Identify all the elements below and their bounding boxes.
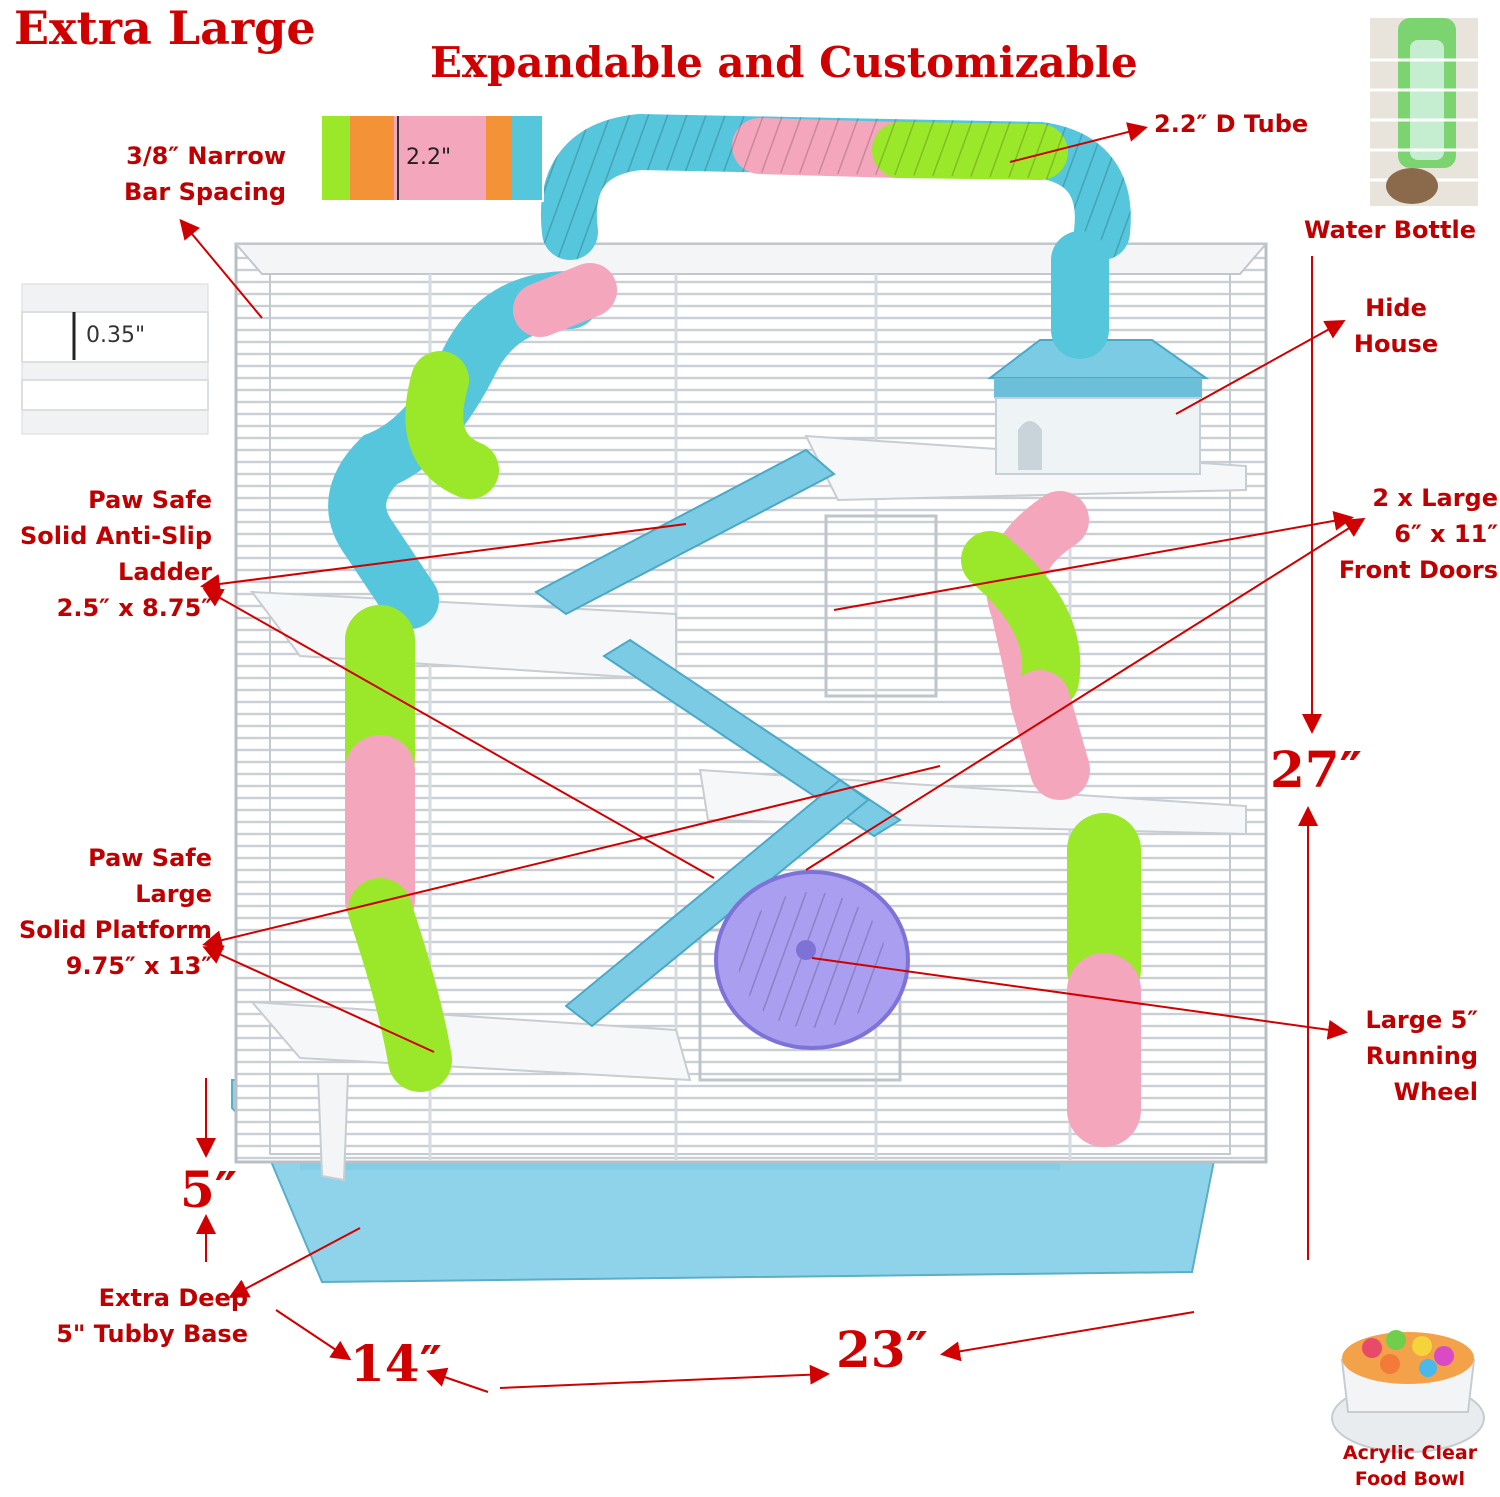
platform-line-2: Large — [135, 880, 212, 908]
front-doors-line-3: Front Doors — [1338, 556, 1498, 584]
hide-house-callout: Hide House — [1326, 290, 1466, 362]
base-callout: Extra Deep 5" Tubby Base — [20, 1280, 248, 1352]
platform-line-4: 9.75″ x 13″ — [65, 952, 212, 980]
tube-system — [328, 113, 1141, 1147]
food-bowl-line-1: Acrylic Clear — [1342, 1442, 1478, 1464]
extra-large-badge: Extra Large — [14, 1, 316, 55]
width-dimension: 23″ — [836, 1320, 928, 1379]
tube-inset — [320, 112, 544, 202]
running-wheel — [714, 870, 910, 1050]
ladder-line-1: Paw Safe — [88, 486, 212, 514]
wheel-line-3: Wheel — [1393, 1078, 1478, 1106]
ladder-line-2: Solid Anti-Slip — [20, 522, 212, 550]
platform-line-3: Solid Platform — [18, 916, 212, 944]
wheel-line-1: Large 5″ — [1365, 1006, 1478, 1034]
bar-inset — [21, 283, 209, 435]
ladder-line-3: Ladder — [118, 558, 212, 586]
water-bottle-callout: Water Bottle — [1304, 216, 1476, 244]
food-bowl-line-2: Food Bowl — [1354, 1468, 1466, 1490]
front-doors-callout: 2 x Large 6″ x 11″ Front Doors — [1300, 480, 1498, 588]
platform-callout: Paw Safe Large Solid Platform 9.75″ x 13… — [0, 840, 212, 984]
bar-spacing-callout: 3/8″ Narrow Bar Spacing — [60, 138, 286, 210]
d-tube-callout: 2.2″ D Tube — [1154, 110, 1309, 138]
water-bottle-photo — [1370, 18, 1478, 206]
bar-spacing-line-1: 3/8″ Narrow — [126, 142, 286, 170]
tube-diameter-label: 2.2" — [406, 145, 452, 170]
bar-thickness-label: 0.35" — [86, 323, 146, 348]
hide-house-line-1: Hide — [1365, 294, 1427, 322]
wheel-callout: Large 5″ Running Wheel — [1300, 1002, 1478, 1110]
wheel-line-2: Running — [1365, 1042, 1478, 1070]
base-line-2: 5" Tubby Base — [56, 1320, 248, 1348]
hide-house-line-2: House — [1353, 330, 1439, 358]
food-bowl-callout: Acrylic Clear Food Bowl — [1322, 1440, 1498, 1492]
base-latch — [316, 1073, 350, 1182]
base-depth-dimension: 5″ — [180, 1160, 238, 1219]
platform-line-1: Paw Safe — [88, 844, 212, 872]
height-dimension: 27″ — [1270, 740, 1362, 799]
front-doors-line-2: 6″ x 11″ — [1394, 520, 1498, 548]
ladder-line-4: 2.5″ x 8.75″ — [56, 594, 212, 622]
depth-dimension: 14″ — [350, 1334, 442, 1393]
ladders — [534, 448, 902, 1028]
ladder-callout: Paw Safe Solid Anti-Slip Ladder 2.5″ x 8… — [0, 482, 212, 626]
food-bowl-photo — [1331, 1330, 1485, 1453]
callout-arrows — [179, 122, 1366, 1393]
base-line-1: Extra Deep — [98, 1284, 248, 1312]
headline: Expandable and Customizable — [430, 38, 1138, 87]
hide-house — [987, 339, 1210, 475]
bar-spacing-line-2: Bar Spacing — [123, 178, 286, 206]
front-doors-line-1: 2 x Large — [1372, 484, 1498, 512]
